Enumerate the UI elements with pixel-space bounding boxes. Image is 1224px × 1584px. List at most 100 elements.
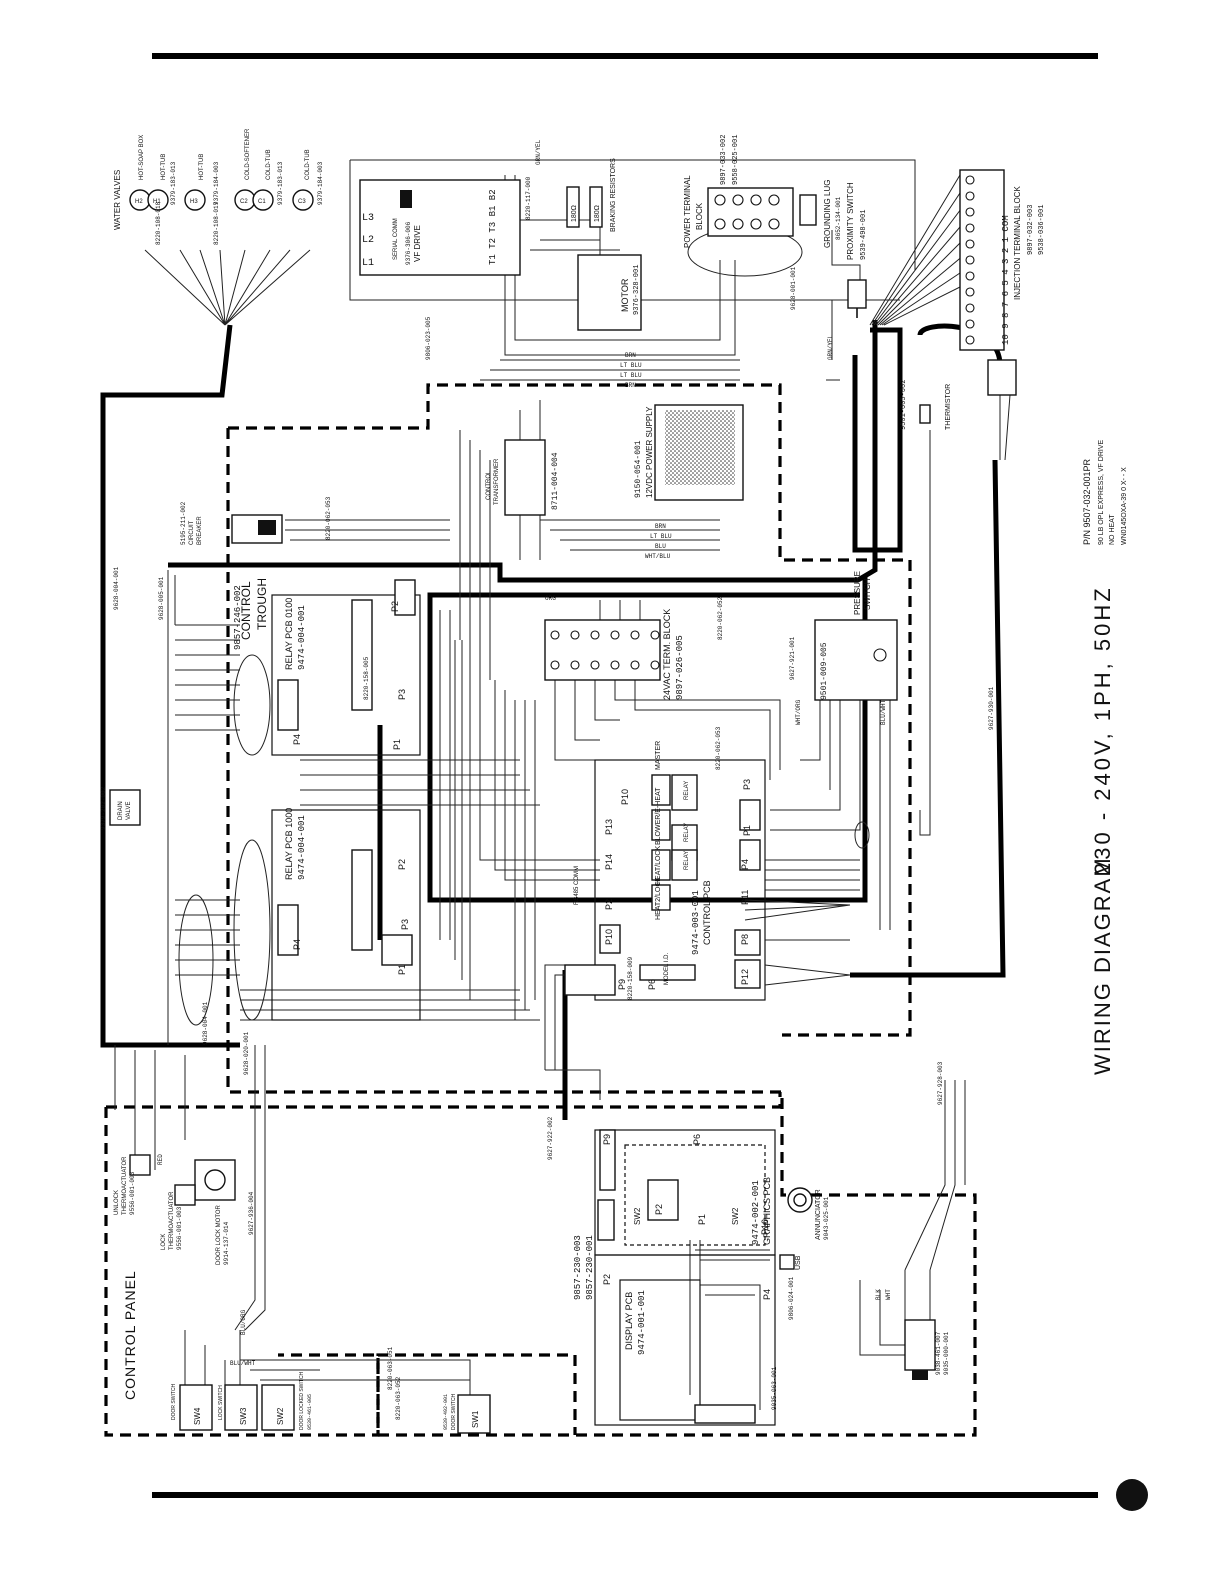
svg-text:9556-001-003: 9556-001-003 xyxy=(176,1206,183,1250)
svg-text:9538-036-001: 9538-036-001 xyxy=(1038,205,1046,255)
svg-text:9376-328-001: 9376-328-001 xyxy=(633,265,641,315)
coil-unit xyxy=(904,1319,936,1380)
svg-text:CIRCUIT: CIRCUIT xyxy=(189,520,195,545)
injection-terminal-block xyxy=(959,169,1005,351)
svg-text:COLD-TUB: COLD-TUB xyxy=(305,149,311,180)
svg-text:SW1: SW1 xyxy=(471,1410,480,1428)
svg-text:WHT/ORG: WHT/ORG xyxy=(795,699,802,725)
svg-text:DOOR LOCKED SWITCH: DOOR LOCKED SWITCH xyxy=(299,1372,305,1430)
svg-text:GRN/YEL: GRN/YEL xyxy=(535,139,542,165)
svg-text:8220-108-018: 8220-108-018 xyxy=(155,201,162,245)
svg-text:P1: P1 xyxy=(742,825,752,836)
svg-text:9628-004-001: 9628-004-001 xyxy=(202,1001,209,1045)
svg-text:ANNUNCIATOR: ANNUNCIATOR xyxy=(815,1189,822,1240)
svg-text:T1 T2 T3 B1 B2: T1 T2 T3 B1 B2 xyxy=(488,189,498,265)
terminal-block-24vac xyxy=(544,619,661,681)
svg-text:CONTROL: CONTROL xyxy=(239,581,253,640)
svg-text:THERMOACTUATOR: THERMOACTUATOR xyxy=(122,1156,128,1215)
svg-text:8220-063-052: 8220-063-052 xyxy=(395,1376,402,1420)
svg-text:USB: USB xyxy=(795,1255,802,1270)
svg-text:9627-930-001: 9627-930-001 xyxy=(988,686,995,730)
svg-text:9558-025-001: 9558-025-001 xyxy=(732,135,740,185)
svg-text:9627-921-001: 9627-921-001 xyxy=(789,636,796,680)
svg-text:9628-020-001: 9628-020-001 xyxy=(243,1031,250,1075)
svg-text:BLK: BLK xyxy=(875,1289,882,1300)
svg-text:BRAKING RESISTORS: BRAKING RESISTORS xyxy=(610,158,617,232)
svg-text:8652-134-001: 8652-134-001 xyxy=(835,196,842,240)
svg-text:RELAY PCB 1000: RELAY PCB 1000 xyxy=(284,808,294,880)
svg-text:12VDC POWER SUPPLY: 12VDC POWER SUPPLY xyxy=(645,406,654,498)
svg-text:P3: P3 xyxy=(742,779,752,790)
enclosure-borders xyxy=(104,383,977,1437)
svg-text:9539-492-001: 9539-492-001 xyxy=(443,1394,449,1430)
svg-text:P10: P10 xyxy=(620,789,630,805)
svg-text:BLOCK: BLOCK xyxy=(695,202,704,230)
grounding-lug xyxy=(799,194,817,226)
svg-text:9628-004-001: 9628-004-001 xyxy=(113,566,120,610)
svg-text:DRAIN: DRAIN xyxy=(118,801,124,820)
power-terminal-block xyxy=(707,187,794,237)
svg-text:180Ω: 180Ω xyxy=(571,205,578,222)
svg-text:P2: P2 xyxy=(397,859,407,870)
svg-text:SERIAL COMM: SERIAL COMM xyxy=(393,218,399,260)
svg-text:P13: P13 xyxy=(604,819,614,835)
motor xyxy=(577,254,642,331)
svg-text:P2: P2 xyxy=(604,899,614,910)
svg-text:9474-004-001: 9474-004-001 xyxy=(297,815,307,880)
svg-text:MODEL I.D.: MODEL I.D. xyxy=(664,953,670,985)
svg-text:P1: P1 xyxy=(392,739,402,750)
thermoactuators xyxy=(129,1154,196,1206)
svg-text:H3: H3 xyxy=(190,199,198,205)
svg-text:RED: RED xyxy=(157,1154,164,1165)
svg-text:WHT/BLU: WHT/BLU xyxy=(645,553,671,560)
relay-pcb-0100 xyxy=(271,579,421,756)
svg-text:TRANSFORMER: TRANSFORMER xyxy=(494,458,500,505)
svg-text:HEAT/LOCK: HEAT/LOCK xyxy=(655,846,662,885)
svg-text:8220-158-005: 8220-158-005 xyxy=(363,656,370,700)
svg-text:MASTER: MASTER xyxy=(655,741,662,770)
svg-text:BLU/WHT: BLU/WHT xyxy=(880,699,887,725)
svg-text:L2: L2 xyxy=(362,235,374,246)
svg-text:SW2: SW2 xyxy=(731,1207,740,1225)
svg-text:P4: P4 xyxy=(762,1289,772,1300)
svg-text:RELAY: RELAY xyxy=(684,851,690,870)
svg-text:P10: P10 xyxy=(760,1219,770,1235)
svg-text:P2: P2 xyxy=(390,601,400,612)
proximity-switch xyxy=(847,279,867,318)
page-marker-dot xyxy=(1116,1479,1148,1511)
svg-text:CONTROL PCB: CONTROL PCB xyxy=(702,880,712,945)
svg-text:C1: C1 xyxy=(258,199,266,205)
svg-text:HOT-SOAP BOX: HOT-SOAP BOX xyxy=(139,135,145,180)
svg-text:COLD-TUB: COLD-TUB xyxy=(266,149,272,180)
braking-resistors xyxy=(566,186,603,228)
heat-desc: NO HEAT xyxy=(1109,514,1116,545)
svg-text:DOOR SWITCH: DOOR SWITCH xyxy=(171,1384,177,1420)
svg-text:SW4: SW4 xyxy=(193,1407,202,1425)
svg-text:MOTOR: MOTOR xyxy=(620,278,630,312)
svg-text:INJECTION TERMINAL BLOCK: INJECTION TERMINAL BLOCK xyxy=(1013,186,1022,300)
harness-groupings xyxy=(178,227,870,1026)
annunciator xyxy=(787,1187,813,1213)
door-switches xyxy=(179,1384,491,1434)
usb-port xyxy=(779,1254,795,1270)
svg-text:P10: P10 xyxy=(604,929,614,945)
svg-text:9379-184-003: 9379-184-003 xyxy=(317,161,324,205)
part-number: P/N 9507-032-001PR xyxy=(1082,458,1092,545)
svg-text:BRN: BRN xyxy=(625,382,636,389)
svg-text:RELAY: RELAY xyxy=(684,823,690,842)
svg-text:9628-005-001: 9628-005-001 xyxy=(158,576,165,620)
svg-text:LOCK: LOCK xyxy=(161,1234,167,1250)
svg-text:9628-001-001: 9628-001-001 xyxy=(790,266,797,310)
svg-text:9501-009-005: 9501-009-005 xyxy=(820,642,829,700)
svg-text:PRESSURE: PRESSURE xyxy=(853,571,862,615)
svg-text:9035-063-001: 9035-063-001 xyxy=(771,1366,778,1410)
svg-text:LT BLU: LT BLU xyxy=(620,372,642,379)
svg-text:P2: P2 xyxy=(602,1274,612,1285)
svg-text:P9: P9 xyxy=(617,979,627,990)
svg-text:9857-246-002: 9857-246-002 xyxy=(233,585,243,650)
svg-text:BRN: BRN xyxy=(625,352,636,359)
svg-text:RELAY PCB 0100: RELAY PCB 0100 xyxy=(284,598,294,670)
svg-text:180Ω: 180Ω xyxy=(594,205,601,222)
